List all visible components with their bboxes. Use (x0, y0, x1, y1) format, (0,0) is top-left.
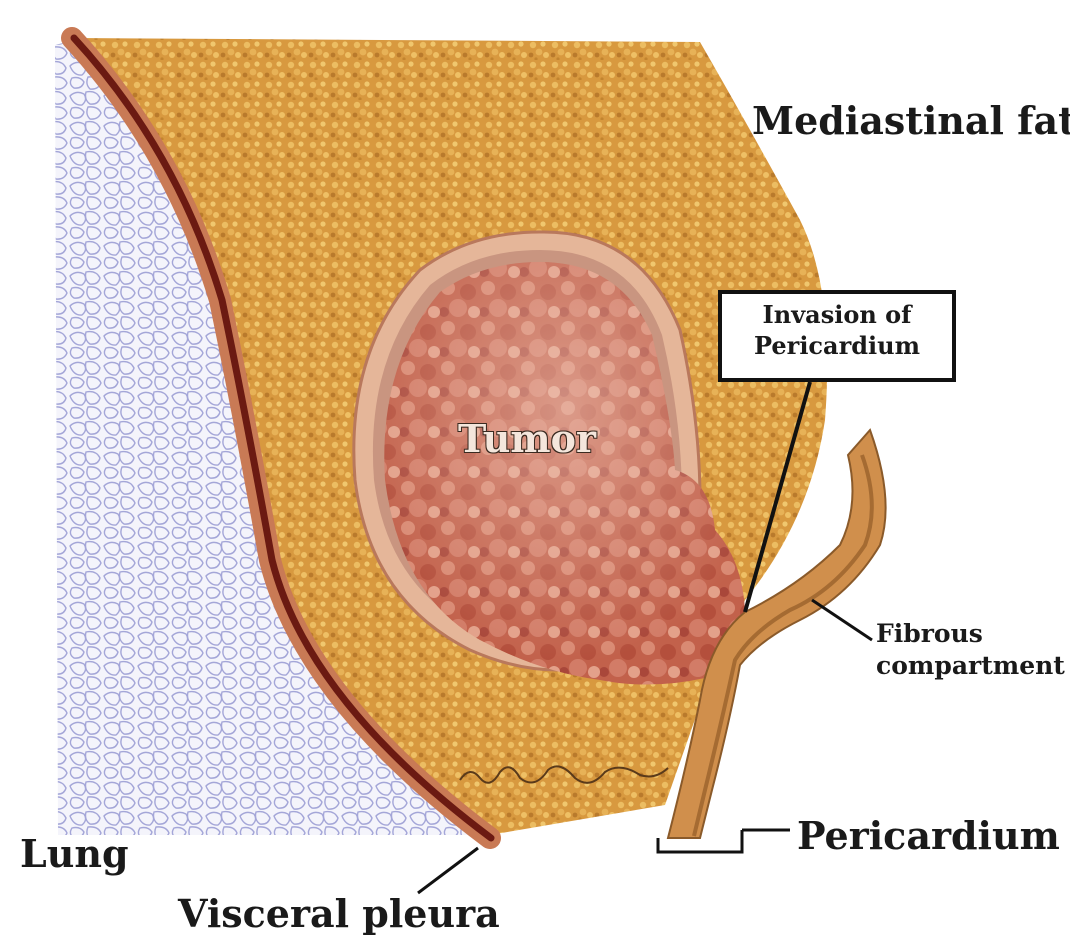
invasion-label-line2: Pericardium (722, 331, 952, 360)
pleura-leader-line (418, 848, 478, 893)
visceral-pleura-label: Visceral pleura (178, 893, 500, 935)
mediastinal-fat-label: Mediastinal fat (752, 100, 1070, 142)
invasion-label-line1: Invasion of (722, 300, 952, 329)
fibrous-label-line1: Fibrous (876, 620, 983, 648)
pericardium-label: Pericardium (797, 815, 1060, 857)
invasion-callout-box: Invasion of Pericardium (718, 290, 956, 382)
fibrous-label-line2: compartment (876, 652, 1065, 680)
tumor-label: Tumor (458, 418, 596, 460)
fibrous-leader-line (812, 600, 872, 640)
lung-label: Lung (20, 833, 129, 875)
